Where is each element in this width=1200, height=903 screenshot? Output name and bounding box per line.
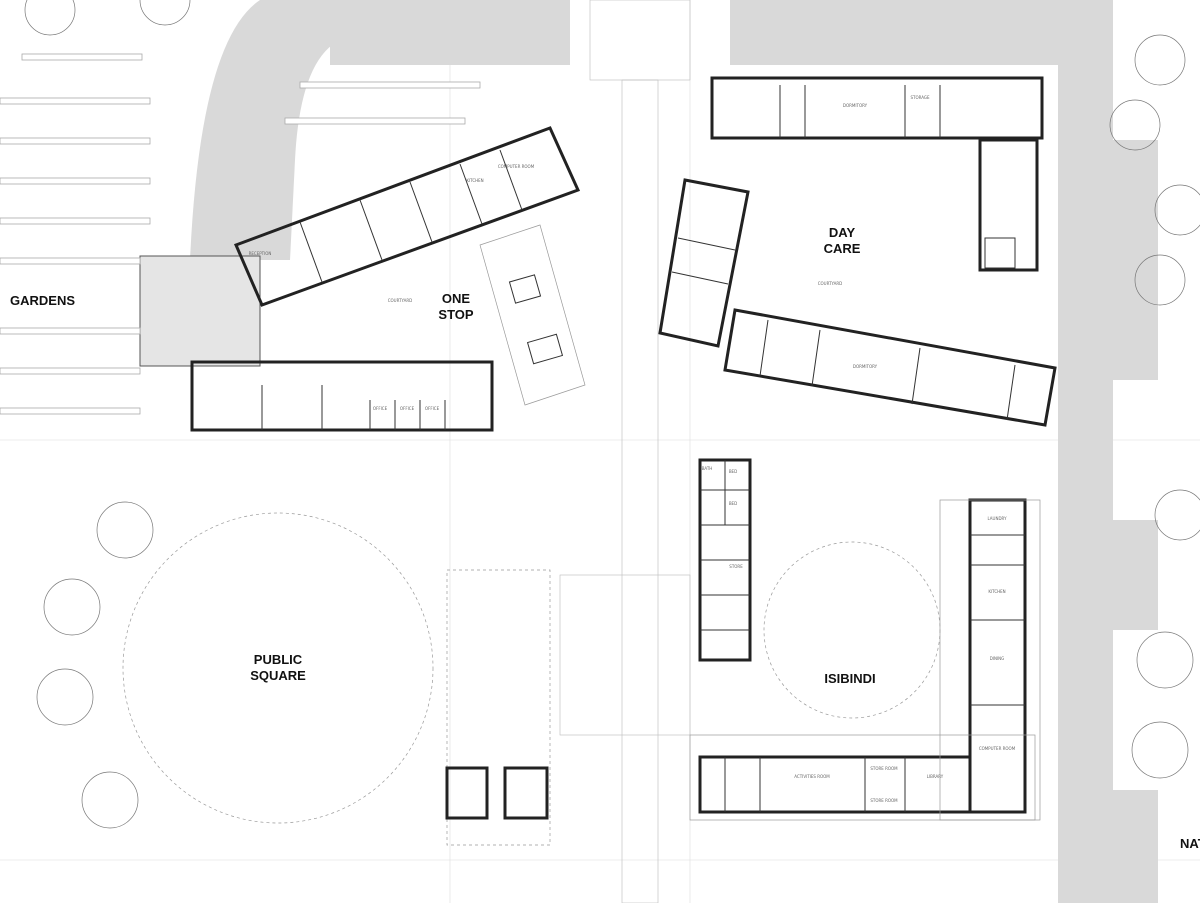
room-label: COMPUTER ROOM bbox=[498, 164, 535, 169]
room-label: OFFICE bbox=[400, 406, 415, 411]
zone-label-one-stop: STOP bbox=[438, 307, 473, 322]
parking-slabs bbox=[0, 53, 481, 415]
room-label: COMPUTER ROOM bbox=[979, 746, 1016, 751]
central-walkway bbox=[559, 0, 691, 903]
room-label: RECEPTION bbox=[249, 251, 272, 256]
one-stop-building bbox=[190, 126, 586, 432]
zone-label-public-square: PUBLIC bbox=[254, 652, 303, 667]
room-label: OFFICE bbox=[425, 406, 440, 411]
zone-label-day-care: CARE bbox=[824, 241, 861, 256]
room-label: OFFICE bbox=[373, 406, 388, 411]
room-label: STORAGE bbox=[910, 95, 930, 100]
room-label: DORMITORY bbox=[843, 103, 868, 108]
isibindi-circle bbox=[763, 541, 941, 719]
room-label: COURTYARD bbox=[388, 298, 413, 303]
room-label: KITCHEN bbox=[988, 589, 1005, 594]
zone-label-gardens: GARDENS bbox=[10, 293, 75, 308]
room-label: LIBRARY bbox=[927, 774, 944, 779]
room-label: ACTIVITIES ROOM bbox=[794, 774, 830, 779]
room-label: DINING bbox=[990, 656, 1005, 661]
day-care-building bbox=[658, 76, 1057, 427]
room-label: BATH bbox=[702, 466, 713, 471]
isibindi-west-building bbox=[698, 458, 752, 662]
room-label: BED bbox=[729, 469, 737, 474]
room-label: STORE ROOM bbox=[870, 766, 898, 771]
room-labels: COMPUTER ROOM KITCHEN RECEPTION OFFICE O… bbox=[249, 95, 1016, 803]
zone-label-public-square: SQUARE bbox=[250, 668, 306, 683]
isibindi-building bbox=[689, 498, 1041, 821]
room-label: KITCHEN bbox=[466, 178, 483, 183]
zone-labels: GARDENS ONE STOP DAY CARE PUBLIC SQUARE … bbox=[10, 225, 1200, 851]
trees bbox=[24, 0, 1200, 829]
room-label: LAUNDRY bbox=[987, 516, 1007, 521]
ablution-pavilion bbox=[445, 569, 551, 846]
public-square-circle bbox=[122, 512, 434, 824]
roads bbox=[139, 0, 1158, 903]
zone-label-edge: NAT bbox=[1180, 836, 1200, 851]
zone-label-one-stop: ONE bbox=[442, 291, 471, 306]
room-label: STORE bbox=[729, 564, 743, 569]
room-label: STORE ROOM bbox=[870, 798, 898, 803]
room-label: DORMITORY bbox=[853, 364, 878, 369]
room-label: COURTYARD bbox=[818, 281, 843, 286]
zone-label-isibindi: ISIBINDI bbox=[824, 671, 875, 686]
room-label: BED bbox=[729, 501, 737, 506]
zone-label-day-care: DAY bbox=[829, 225, 856, 240]
